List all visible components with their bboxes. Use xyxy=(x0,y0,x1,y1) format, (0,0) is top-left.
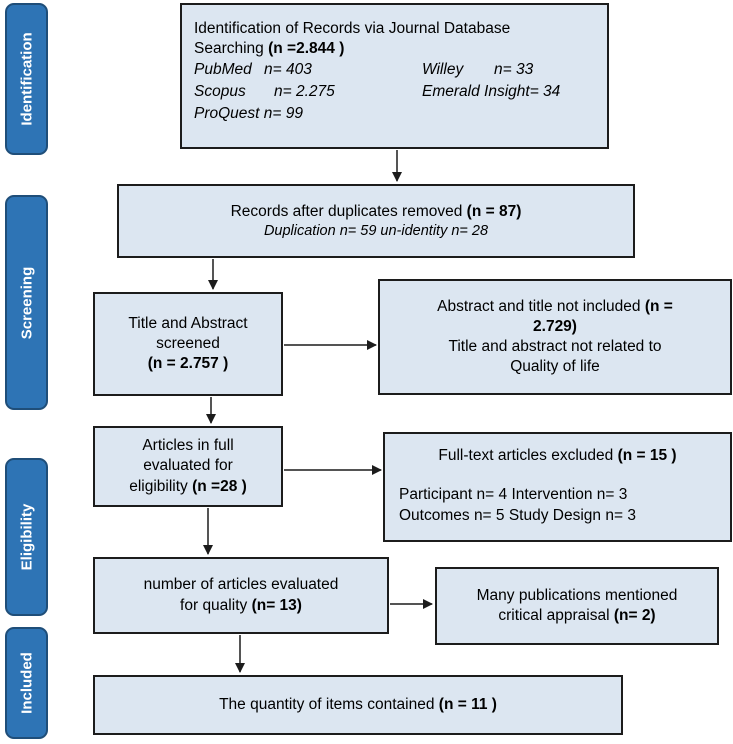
excluded-reasons-1: Participant n= 4 Intervention n= 3 xyxy=(399,486,628,503)
identification-searching: Searching (n =2.844 ) xyxy=(194,39,607,59)
source-count: n= 99 xyxy=(263,105,304,123)
source-scopus: Scopus n= 2.275 xyxy=(194,82,335,102)
appraisal-line1: Many publications mentioned xyxy=(476,586,678,604)
appraisal-count: (n= 2) xyxy=(613,607,656,624)
eligibility-label: eligibility xyxy=(129,477,193,495)
included-text: The quantity of items contained xyxy=(219,695,439,713)
source-willey: Willey n= 33 xyxy=(422,60,533,80)
quality-label: for quality xyxy=(180,596,252,614)
phase-screening: Screening xyxy=(5,195,48,410)
not-included-box: Abstract and title not included (n = 2.7… xyxy=(378,279,732,395)
phase-included: Included xyxy=(5,627,48,739)
not-included-count-b: 2.729) xyxy=(533,317,577,335)
excluded-text: Full-text articles excluded xyxy=(438,447,618,464)
quality-line1: number of articles evaluated xyxy=(143,576,339,594)
source-list: PubMed n= 403 Willey n= 33 Scopus n= 2.2… xyxy=(194,60,607,130)
not-included-reason-1: Title and abstract not related to xyxy=(448,338,662,355)
identification-box: Identification of Records via Journal Da… xyxy=(180,3,609,149)
phase-eligibility: Eligibility xyxy=(5,458,48,616)
excluded-reasons-2: Outcomes n= 5 Study Design n= 3 xyxy=(399,507,636,524)
identification-count: (n =2.844 ) xyxy=(268,40,345,58)
included-box: The quantity of items contained (n = 11 … xyxy=(93,675,623,735)
appraisal-line2: critical appraisal (n= 2) xyxy=(437,606,717,626)
source-name: ProQuest xyxy=(194,105,260,123)
source-proquest: ProQuest n= 99 xyxy=(194,104,303,124)
identification-title: Identification of Records via Journal Da… xyxy=(194,20,511,37)
duplicates-title: Records after duplicates removed (n = 87… xyxy=(119,202,633,222)
quality-box: number of articles evaluated for quality… xyxy=(93,557,389,634)
full-text-line2: evaluated for xyxy=(143,457,233,475)
phase-identification: Identification xyxy=(5,3,48,155)
screened-box: Title and Abstract screened (n = 2.757 ) xyxy=(93,292,283,396)
appraisal-box: Many publications mentioned critical app… xyxy=(435,567,719,645)
screened-line1: Title and Abstract xyxy=(128,314,248,332)
not-included-text: Abstract and title not included xyxy=(437,297,645,315)
duplicates-count: (n = 87) xyxy=(466,202,522,220)
source-count: n= 2.275 xyxy=(274,83,335,101)
source-count: n= 403 xyxy=(264,61,312,79)
source-name: PubMed xyxy=(194,61,252,79)
screened-count: (n = 2.757 ) xyxy=(147,355,229,373)
quality-count: (n= 13) xyxy=(251,596,302,614)
quality-line2: for quality (n= 13) xyxy=(95,596,387,616)
full-text-line3: eligibility (n =28 ) xyxy=(95,477,281,497)
source-pubmed: PubMed n= 403 xyxy=(194,60,312,80)
duplicates-box: Records after duplicates removed (n = 87… xyxy=(117,184,635,258)
searching-label: Searching xyxy=(194,40,269,58)
source-name: Willey xyxy=(422,61,464,79)
duplicates-detail: Duplication n= 59 un-identity n= 28 xyxy=(263,222,489,239)
appraisal-label: critical appraisal xyxy=(498,607,614,624)
excluded-box: Full-text articles excluded (n = 15 ) Pa… xyxy=(383,432,732,542)
included-title: The quantity of items contained (n = 11 … xyxy=(95,695,621,715)
excluded-title: Full-text articles excluded (n = 15 ) xyxy=(385,446,730,466)
not-included-reason-2: Quality of life xyxy=(510,358,600,376)
full-text-count: (n =28 ) xyxy=(192,477,247,495)
source-name: Scopus xyxy=(194,83,246,101)
full-text-line1: Articles in full xyxy=(142,437,234,455)
source-count: n= 33 xyxy=(494,61,534,79)
source-emerald: Emerald Insight= 34 xyxy=(422,82,560,102)
screened-line2: screened xyxy=(156,334,220,352)
duplicates-text: Records after duplicates removed xyxy=(230,202,467,220)
full-text-box: Articles in full evaluated for eligibili… xyxy=(93,426,283,507)
included-count: (n = 11 ) xyxy=(438,695,497,713)
not-included-count-a: (n = xyxy=(644,297,673,315)
source-name: Emerald Insight xyxy=(422,83,530,101)
source-count: = 34 xyxy=(529,83,561,101)
excluded-count: (n = 15 ) xyxy=(617,447,677,464)
not-included-title: Abstract and title not included (n = xyxy=(380,297,730,317)
